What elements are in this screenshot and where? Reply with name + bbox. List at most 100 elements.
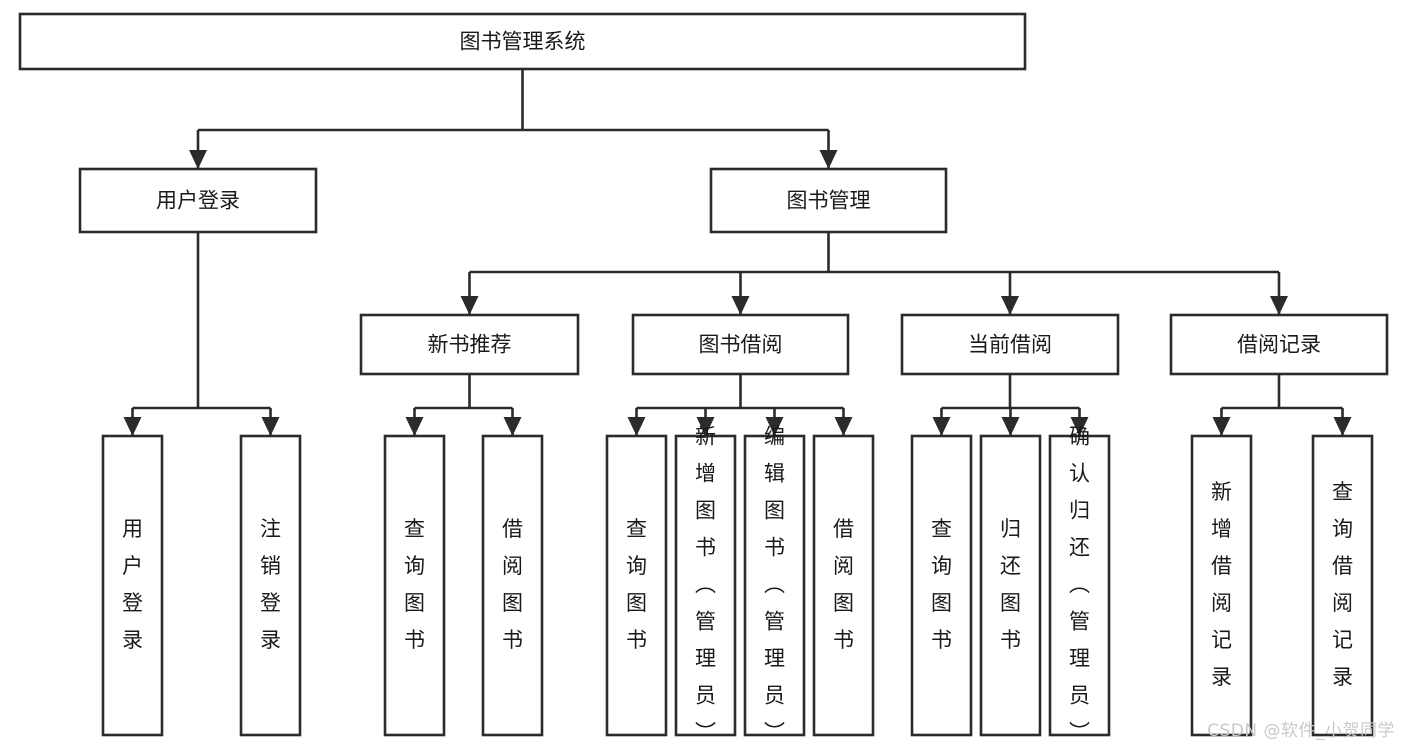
label-char: 书 (502, 628, 523, 652)
node-label-root: 图书管理系统 (460, 30, 586, 54)
label-char: 图 (764, 499, 785, 523)
node-root[interactable]: 图书管理系统 (18, 12, 1027, 71)
label-char: ︶ (1069, 721, 1090, 745)
node-borrow-record[interactable]: 借阅记录 (1169, 313, 1389, 376)
label-char: 查 (1332, 480, 1353, 504)
arrow-head-icon (765, 417, 784, 436)
label-char: 图 (931, 591, 952, 615)
arrow-head-icon (819, 150, 838, 169)
label-char: 书 (404, 628, 425, 652)
node-box-leaf-query-book-1 (383, 434, 446, 737)
node-box-leaf-confirm-return (1048, 434, 1111, 737)
label-char: 员 (764, 684, 785, 708)
label-char: 销 (260, 554, 281, 578)
arrow-head-icon (1333, 417, 1352, 436)
node-current-borrow[interactable]: 当前借阅 (900, 313, 1120, 376)
node-label-borrow-record: 借阅记录 (1237, 333, 1321, 357)
label-char: 书 (1000, 628, 1021, 652)
label-char: 询 (626, 554, 647, 578)
label-char: ︵ (1069, 573, 1090, 597)
node-box-leaf-add-book (674, 434, 737, 737)
label-char: 记 (1332, 628, 1353, 652)
label-char: 员 (1069, 684, 1090, 708)
node-label-user-login: 用户登录 (156, 189, 240, 213)
label-char: 登 (260, 591, 281, 615)
node-box-book-management (709, 167, 948, 234)
arrow-head-icon (1070, 417, 1089, 436)
label-char: 管 (695, 610, 716, 634)
node-book-management[interactable]: 图书管理 (709, 167, 948, 234)
arrow-head-icon (1270, 296, 1288, 315)
node-box-current-borrow (900, 313, 1120, 376)
node-box-book-borrow (631, 313, 850, 376)
label-char: 录 (1211, 665, 1232, 689)
node-box-leaf-edit-book (743, 434, 806, 737)
arrow-head-icon (189, 150, 207, 169)
node-box-leaf-query-record (1311, 434, 1374, 737)
label-char: 图 (1000, 591, 1021, 615)
label-char: 阅 (833, 554, 854, 578)
node-book-borrow[interactable]: 图书借阅 (631, 313, 850, 376)
label-char: 归 (1069, 499, 1090, 523)
label-char: 查 (404, 517, 425, 541)
node-box-leaf-borrow-book-2 (812, 434, 875, 737)
label-char: 认 (1069, 462, 1090, 486)
label-char: 借 (502, 517, 523, 541)
node-box-new-book-recommend (359, 313, 580, 376)
label-char: 询 (931, 554, 952, 578)
node-box-leaf-user-login (101, 434, 164, 737)
arrow-head-icon (503, 417, 522, 436)
label-char: 借 (1211, 554, 1232, 578)
label-char: 增 (1211, 517, 1232, 541)
label-char: 登 (122, 591, 143, 615)
label-char: 辑 (764, 462, 785, 486)
label-char: 注 (260, 517, 281, 541)
label-char: 新 (1211, 480, 1232, 504)
node-new-book-recommend[interactable]: 新书推荐 (359, 313, 580, 376)
label-char: 还 (1069, 536, 1090, 560)
arrow-head-icon (460, 296, 479, 315)
label-char: 录 (260, 628, 281, 652)
label-char: 归 (1000, 517, 1021, 541)
node-box-leaf-query-book-3 (910, 434, 973, 737)
arrow-head-icon (1212, 417, 1231, 436)
node-user-login[interactable]: 用户登录 (78, 167, 318, 234)
label-char: 借 (1332, 554, 1353, 578)
arrow-head-icon (1001, 296, 1019, 315)
label-char: 书 (833, 628, 854, 652)
label-char: 图 (695, 499, 716, 523)
label-char: 管 (764, 610, 785, 634)
label-char: 户 (122, 554, 143, 578)
label-char: 记 (1211, 628, 1232, 652)
arrow-head-icon (731, 296, 750, 315)
arrow-head-icon (932, 417, 951, 436)
node-leaf-user-login[interactable]: 用户登录 (101, 434, 164, 737)
node-label-leaf-user-login: 用户登录 (122, 517, 143, 652)
label-char: 用 (122, 517, 143, 541)
label-char: 图 (404, 591, 425, 615)
label-char: ︵ (695, 573, 716, 597)
label-char: ︶ (695, 721, 716, 745)
arrow-head-icon (123, 417, 142, 436)
arrow-head-icon (627, 417, 646, 436)
label-char: 查 (931, 517, 952, 541)
label-char: ︵ (764, 573, 785, 597)
